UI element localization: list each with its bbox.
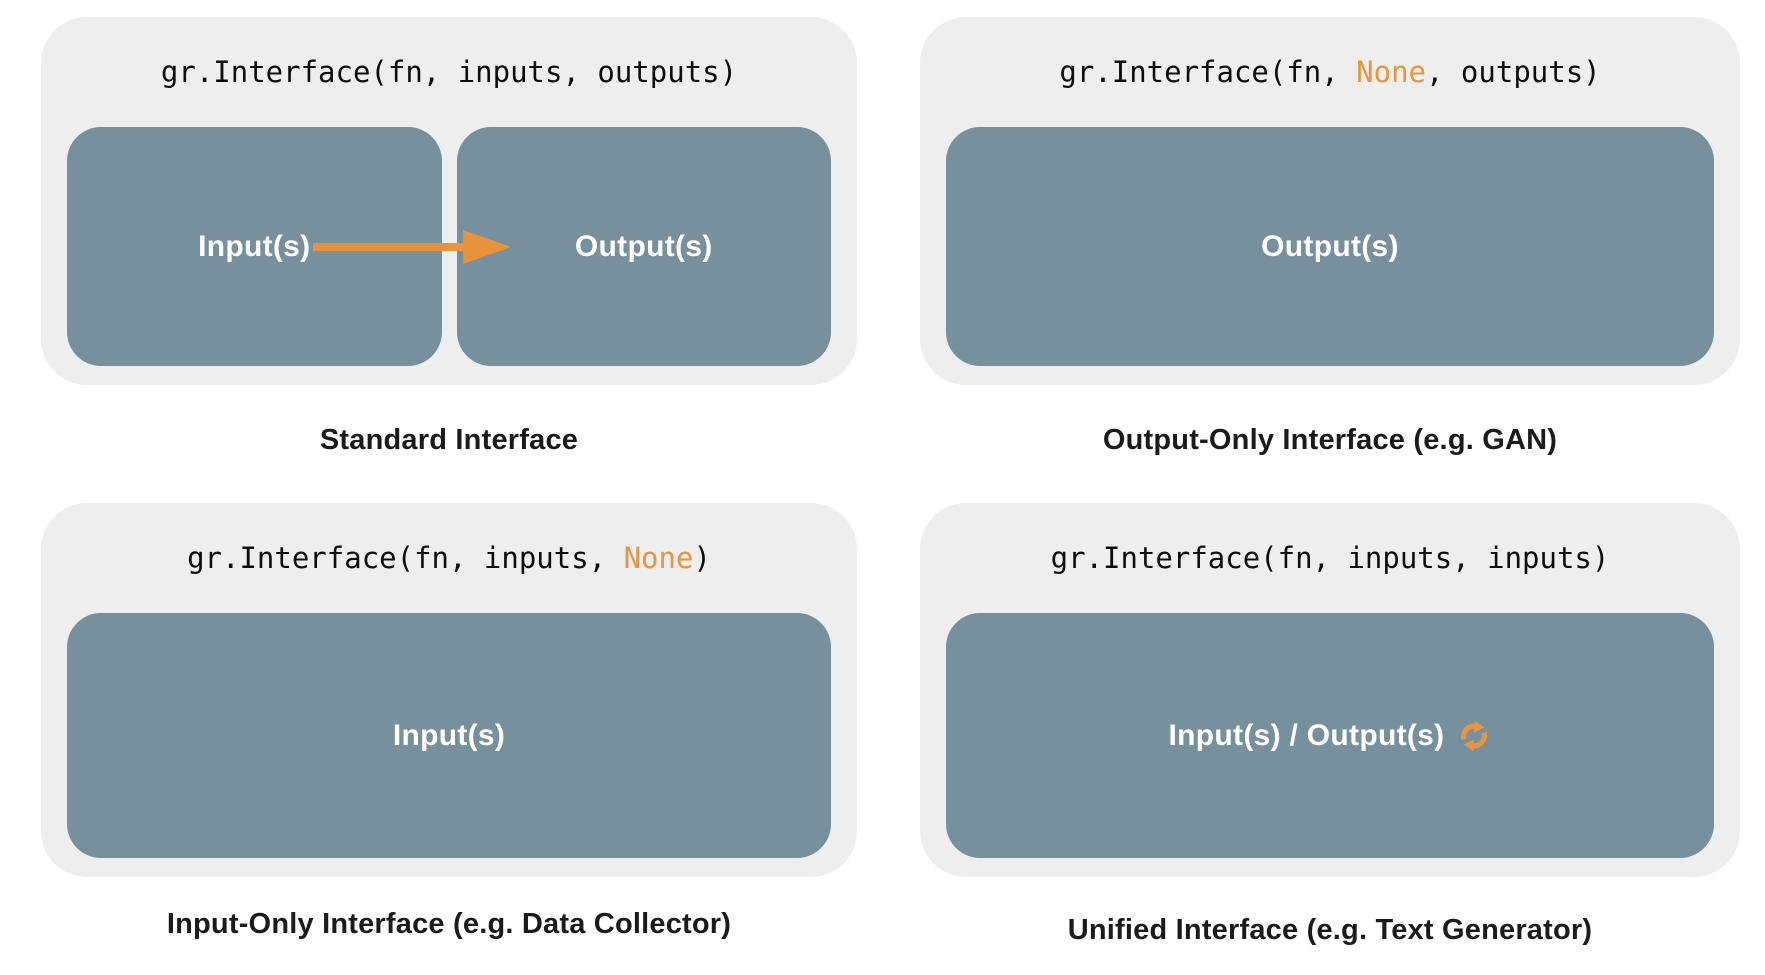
box-row: Input(s) / Output(s) (920, 613, 1740, 858)
output-box: Output(s) (946, 127, 1714, 366)
unified-io-box: Input(s) / Output(s) (946, 613, 1714, 858)
refresh-cycle-icon (1461, 720, 1488, 751)
caption-unified-interface: Unified Interface (e.g. Text Generator) (1067, 914, 1593, 946)
caption-standard-interface: Standard Interface (319, 424, 579, 456)
panel-unified-interface: gr.Interface(fn, inputs, inputs) Input(s… (920, 503, 1740, 877)
caption-input-only-interface: Input-Only Interface (e.g. Data Collecto… (166, 908, 732, 940)
code-highlight-none: None (623, 541, 694, 575)
code-pre: gr.Interface(fn, inputs, (187, 541, 624, 575)
caption-output-only-interface: Output-Only Interface (e.g. GAN) (1102, 424, 1558, 456)
code-signature: gr.Interface(fn, inputs, inputs) (920, 503, 1740, 613)
code-signature: gr.Interface(fn, inputs, None) (41, 503, 857, 613)
input-box: Input(s) (67, 127, 442, 366)
panel-input-only-interface: gr.Interface(fn, inputs, None) Input(s) (41, 503, 857, 877)
input-box-label: Input(s) (198, 229, 311, 263)
panel-output-only-interface: gr.Interface(fn, None, outputs) Output(s… (920, 17, 1740, 385)
code-signature: gr.Interface(fn, inputs, outputs) (41, 17, 857, 127)
box-row: Output(s) (920, 127, 1740, 366)
output-box: Output(s) (456, 127, 831, 366)
code-pre: gr.Interface(fn, inputs, outputs) (160, 55, 738, 89)
output-box-label: Output(s) (574, 229, 713, 263)
code-post: ) (693, 541, 711, 575)
box-row: Input(s) Output(s) (41, 127, 857, 366)
output-box-label: Output(s) (1261, 229, 1399, 263)
panel-standard-interface: gr.Interface(fn, inputs, outputs) Input(… (41, 17, 857, 385)
code-pre: gr.Interface(fn, inputs, inputs) (1050, 541, 1610, 575)
box-row: Input(s) (41, 613, 857, 858)
code-highlight-none: None (1356, 55, 1427, 89)
unified-io-box-label: Input(s) / Output(s) (1168, 718, 1445, 752)
code-signature: gr.Interface(fn, None, outputs) (920, 17, 1740, 127)
code-pre: gr.Interface(fn, (1059, 55, 1357, 89)
code-post: , outputs) (1426, 55, 1601, 89)
input-box: Input(s) (67, 613, 831, 858)
input-box-label: Input(s) (392, 718, 506, 752)
